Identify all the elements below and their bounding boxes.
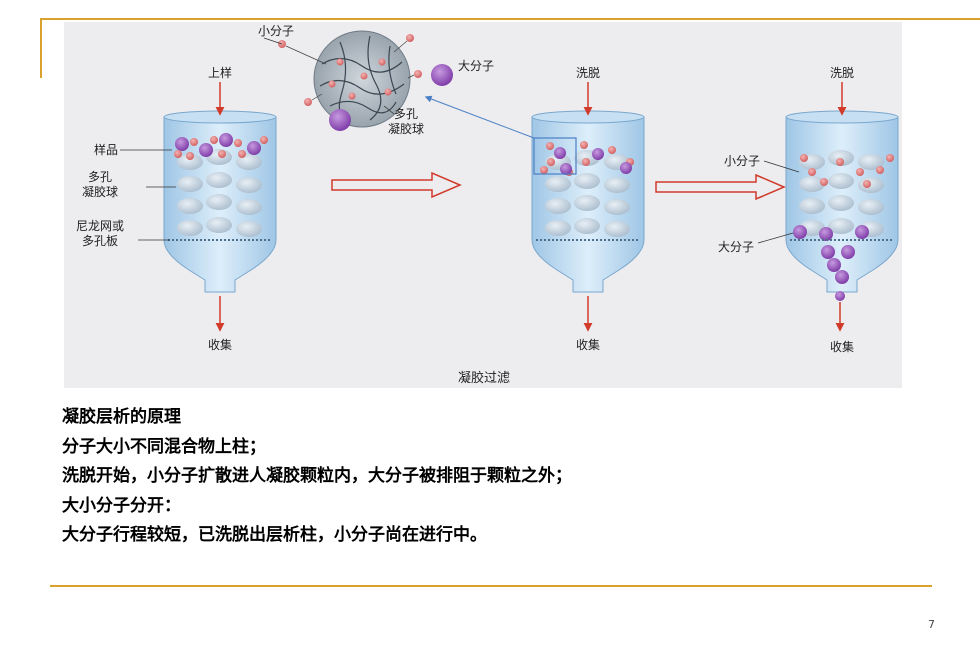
principle-text: 凝胶层析的原理 分子大小不同混合物上柱； 洗脱开始，小分子扩散进人凝胶颗粒内，大… (62, 403, 942, 551)
frame-left-rule (40, 18, 42, 78)
column-3-large-label: 大分子 (718, 240, 754, 254)
column-3-top-label: 洗脱 (830, 65, 854, 80)
beads-label-line2: 凝胶球 (82, 184, 118, 199)
inset-bead-label-line2: 凝胶球 (388, 121, 424, 136)
page-number: 7 (928, 618, 935, 631)
principle-line: 大分子行程较短，已洗脱出层析柱，小分子尚在进行中。 (62, 525, 487, 545)
principle-line: 分子大小不同混合物上柱； (62, 436, 266, 457)
mesh-label-line1: 尼龙网或 (76, 219, 124, 233)
inset-large-molecule-1 (431, 64, 453, 86)
column-3-large-pointer (757, 232, 794, 244)
inset-small-pointer (263, 37, 283, 45)
column-1-top-label: 上样 (208, 65, 232, 80)
column-2-bottom-label: 收集 (576, 337, 600, 352)
inset-large-molecule-2 (329, 109, 351, 131)
column-2-molecules (540, 141, 634, 176)
inset-porous-bead: 小分子 大分子 多孔 凝胶球 (258, 24, 494, 136)
flow-arrow-2 (655, 173, 786, 201)
mesh-label-line2: 多孔板 (82, 234, 118, 248)
column-2: 洗脱 收集 (424, 65, 645, 352)
column-3-small-pointer (763, 160, 800, 173)
inset-small-molecules (278, 34, 422, 106)
figure-caption: 凝胶过滤 (458, 370, 510, 386)
column-1: 上样 收集 样品 多孔 凝胶球 尼龙网或 多孔板 (76, 65, 277, 352)
beads-label-line1: 多孔 (88, 170, 112, 184)
flow-arrow-1 (331, 171, 462, 199)
column-3: 洗脱 收集 小分子 大分子 (718, 65, 899, 354)
inset-large-label: 大分子 (458, 59, 494, 73)
principle-line: 洗脱开始，小分子扩散进人凝胶颗粒内，大分子被排阻于颗粒之外； (62, 466, 572, 486)
column-2-top-label: 洗脱 (576, 65, 600, 80)
frame-bottom-rule (50, 585, 932, 587)
inset-bead-pointer (383, 105, 395, 115)
gel-filtration-figure: 上样 收集 样品 多孔 凝胶球 尼龙网或 多孔板 (64, 22, 902, 388)
principle-title: 凝胶层析的原理 (62, 407, 181, 427)
column-1-bottom-label: 收集 (208, 337, 232, 352)
inset-small-label: 小分子 (258, 24, 294, 38)
column-3-bottom-label: 收集 (830, 339, 854, 354)
column-3-small-molecules (800, 154, 894, 188)
column-3-large-molecules (793, 225, 869, 301)
principle-line: 大小分子分开： (62, 495, 181, 516)
frame-top-rule (42, 18, 980, 20)
zoom-pointer-arrow (424, 95, 535, 139)
column-3-beads (799, 150, 884, 237)
column-1-sample-band (174, 133, 268, 160)
inset-bead-label-line1: 多孔 (394, 107, 418, 121)
column-3-small-label: 小分子 (724, 154, 760, 168)
sample-label: 样品 (94, 142, 118, 157)
column-2-zoom-box (533, 137, 577, 175)
